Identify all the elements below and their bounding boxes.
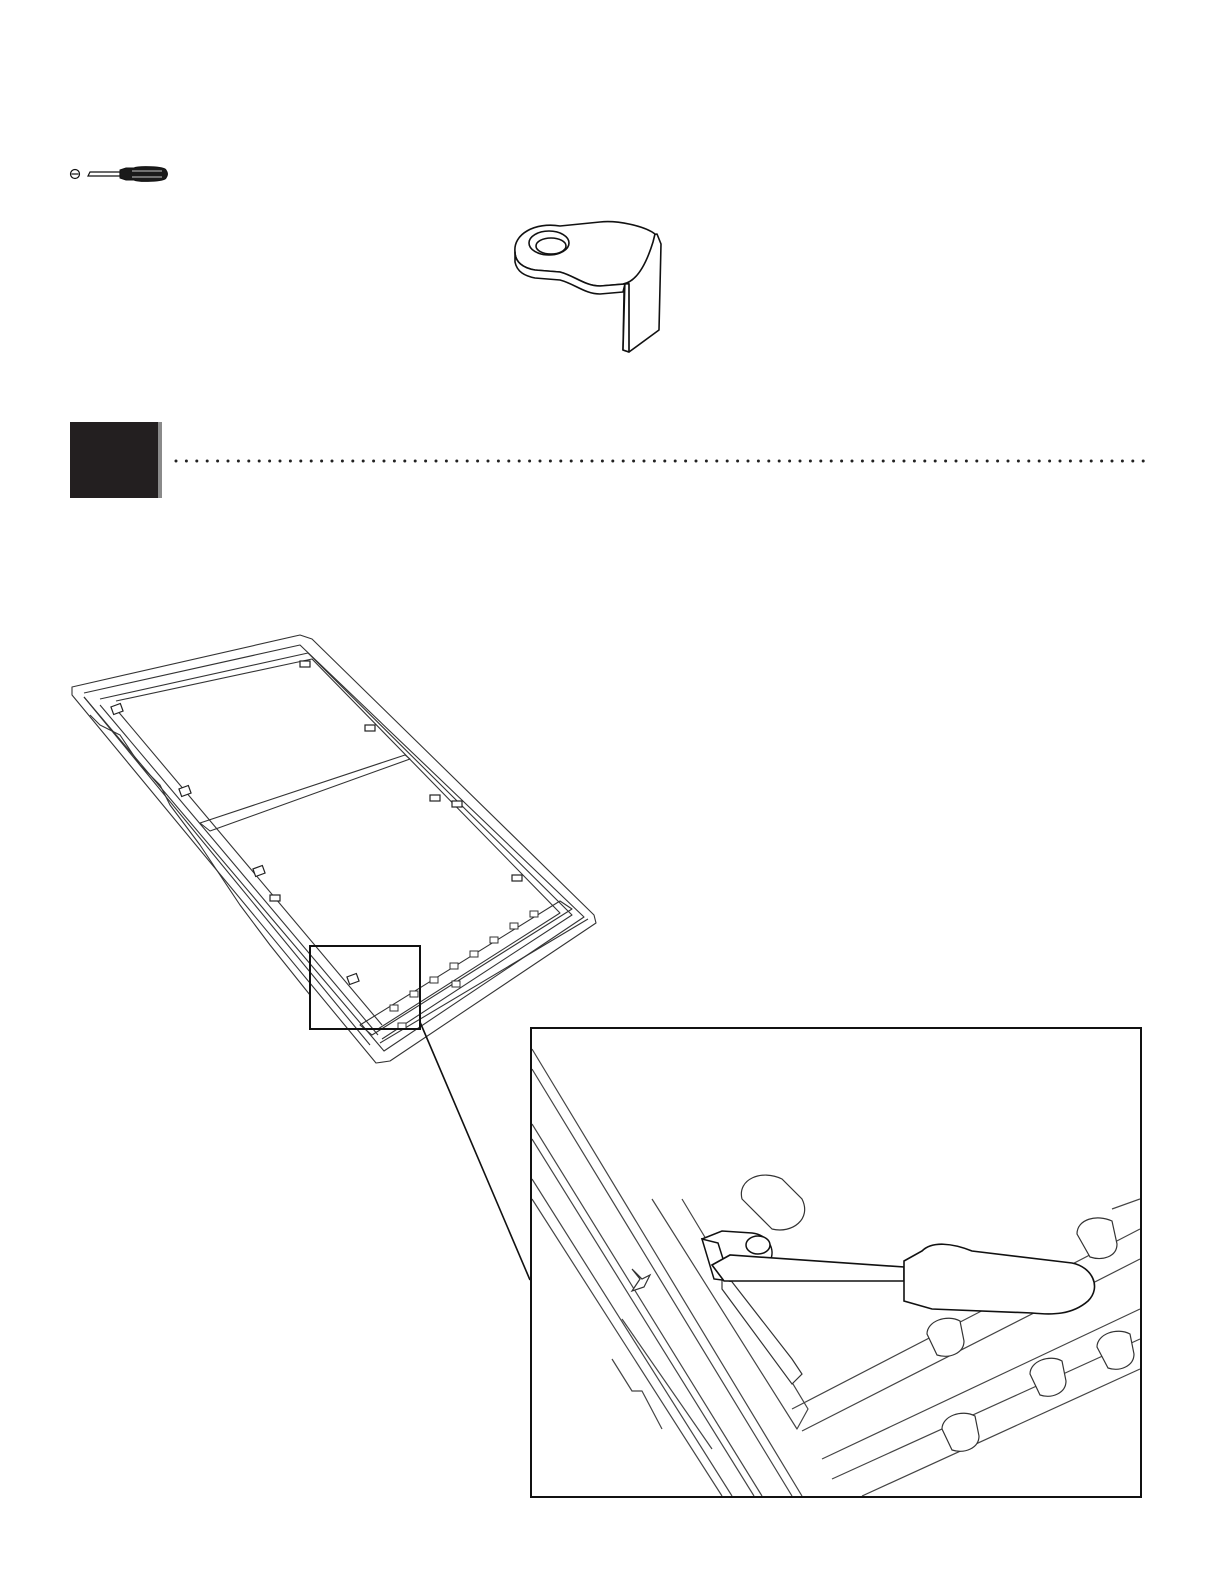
bracket-part-illustration <box>505 212 675 362</box>
screwdriver-icon <box>68 160 172 188</box>
detail-callout-box <box>309 945 421 1030</box>
step-number-badge <box>70 422 166 498</box>
detail-inset <box>530 1027 1142 1498</box>
step-divider-dots <box>172 455 1152 467</box>
detail-inset-illustration <box>532 1029 1140 1496</box>
